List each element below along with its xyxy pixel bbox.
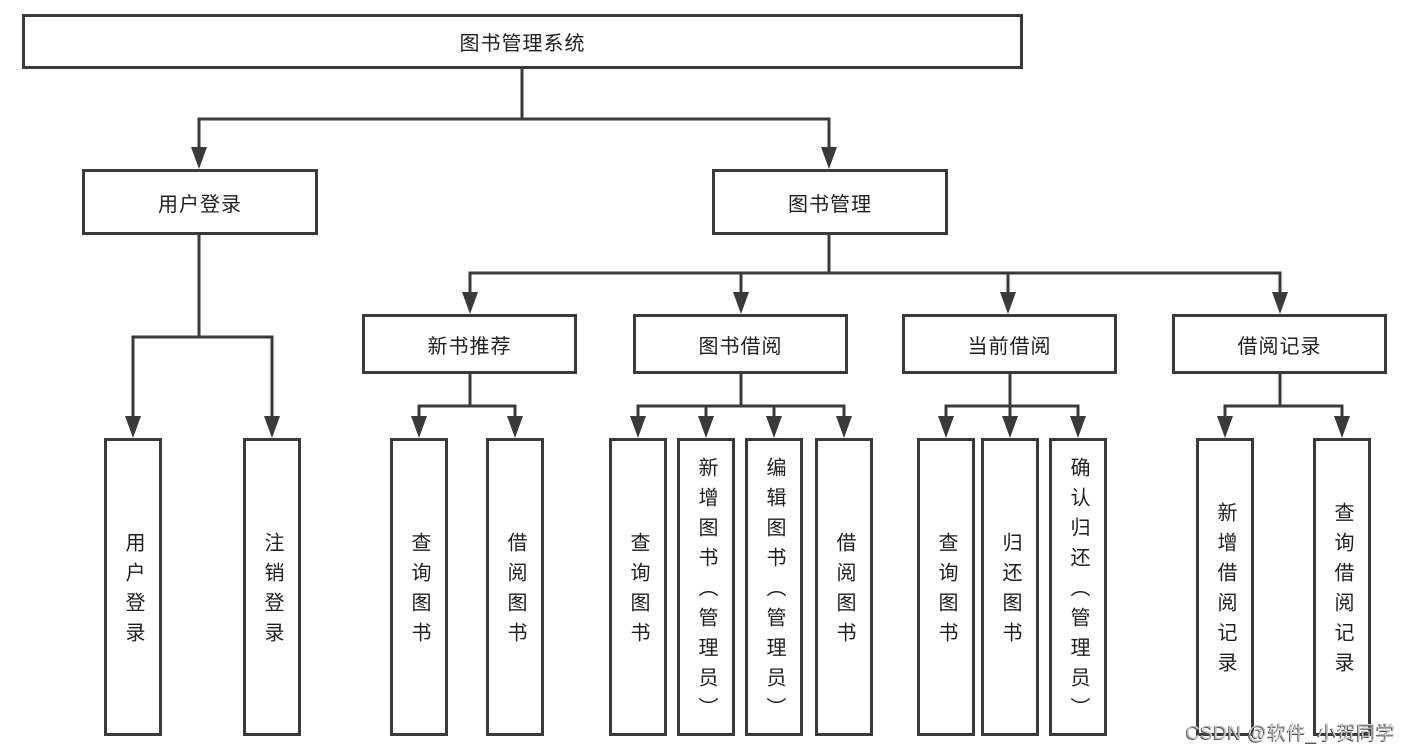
- leaf-add-book-admin: 新增图书（管理员）: [677, 438, 735, 736]
- leaf-confirm-return-admin: 确认归还（管理员）: [1049, 438, 1107, 736]
- leaf-edit-book-admin-label: 编辑图书（管理员）: [763, 457, 785, 727]
- leaf-borrow-book: 借阅图书: [815, 438, 873, 736]
- node-book-borrow: 图书借阅: [633, 314, 848, 374]
- leaf-logout: 注销登录: [243, 438, 301, 736]
- leaf-add-borrow-record-label: 新增借阅记录: [1214, 502, 1236, 682]
- leaf-edit-book-admin: 编辑图书（管理员）: [745, 438, 803, 736]
- node-current-borrow: 当前借阅: [902, 314, 1117, 374]
- node-book-management-module: 图书管理: [712, 169, 948, 235]
- leaf-borrow-query-book-label: 查询图书: [627, 532, 649, 652]
- node-root-system-label: 图书管理系统: [459, 33, 586, 55]
- leaf-user-login-label: 用户登录: [122, 532, 144, 652]
- leaf-recommend-query-book: 查询图书: [390, 438, 448, 736]
- leaf-recommend-query-book-label: 查询图书: [408, 532, 430, 652]
- node-root-system: 图书管理系统: [22, 14, 1023, 69]
- leaf-return-book-label: 归还图书: [999, 532, 1021, 652]
- leaf-recommend-borrow-book: 借阅图书: [486, 438, 544, 736]
- leaf-borrow-query-book: 查询图书: [609, 438, 667, 736]
- leaf-current-query-book-label: 查询图书: [935, 532, 957, 652]
- node-borrow-record: 借阅记录: [1172, 314, 1387, 374]
- node-user-login-module: 用户登录: [82, 169, 318, 235]
- leaf-current-query-book: 查询图书: [917, 438, 975, 736]
- leaf-return-book: 归还图书: [981, 438, 1039, 736]
- node-book-management-module-label: 图书管理: [788, 193, 872, 216]
- leaf-borrow-book-label: 借阅图书: [833, 532, 855, 652]
- leaf-user-login: 用户登录: [104, 438, 162, 736]
- node-new-book-recommend: 新书推荐: [362, 314, 577, 374]
- node-book-borrow-label: 图书借阅: [698, 335, 783, 358]
- node-current-borrow-label: 当前借阅: [967, 335, 1052, 358]
- leaf-logout-label: 注销登录: [261, 532, 283, 652]
- leaf-add-borrow-record: 新增借阅记录: [1196, 438, 1254, 736]
- csdn-watermark: CSDN @软件_小贺同学: [1186, 723, 1396, 744]
- leaf-add-book-admin-label: 新增图书（管理员）: [695, 457, 717, 727]
- node-user-login-module-label: 用户登录: [158, 193, 242, 216]
- leaf-recommend-borrow-book-label: 借阅图书: [504, 532, 526, 652]
- leaf-query-borrow-record-label: 查询借阅记录: [1331, 502, 1353, 682]
- leaf-query-borrow-record: 查询借阅记录: [1313, 438, 1371, 736]
- node-new-book-recommend-label: 新书推荐: [427, 335, 512, 358]
- leaf-confirm-return-admin-label: 确认归还（管理员）: [1067, 457, 1089, 727]
- node-borrow-record-label: 借阅记录: [1237, 335, 1322, 358]
